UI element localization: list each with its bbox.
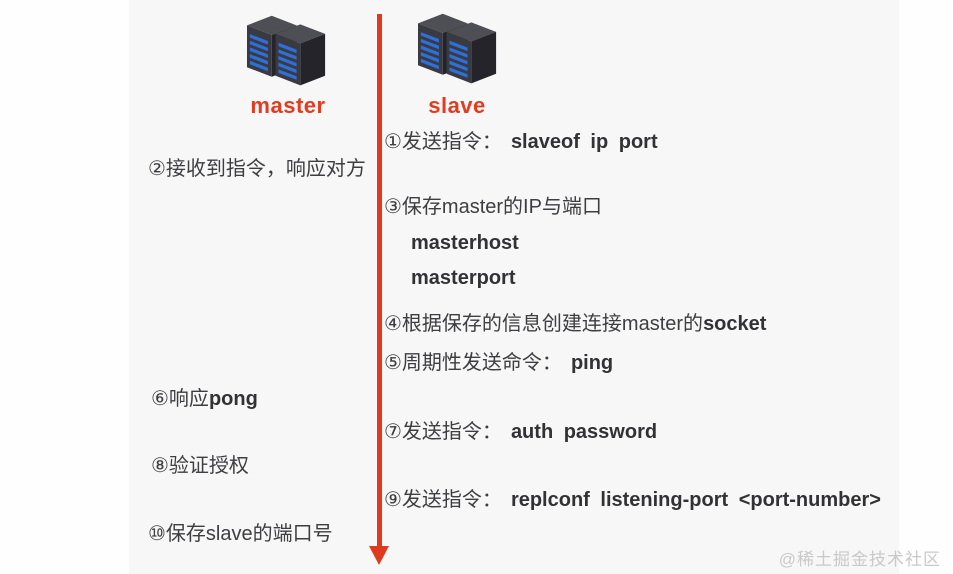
step-7: ⑦发送指令： auth password: [384, 420, 657, 445]
step-7-command: auth password: [510, 421, 658, 443]
step-8: ⑧验证授权: [151, 454, 249, 479]
step-5-command: ping: [570, 352, 614, 374]
server-icon-master: [245, 12, 329, 92]
step-2: ②接收到指令，响应对方: [148, 157, 366, 182]
step-6-command: pong: [208, 388, 258, 410]
step-7-label: ⑦发送指令：: [384, 421, 502, 443]
step-5-label: ⑤周期性发送命令：: [384, 352, 562, 374]
server-icon-slave: [416, 10, 500, 90]
step-1: ①发送指令： slaveof ip port: [384, 130, 658, 155]
step-9-label: ⑨发送指令：: [384, 489, 502, 511]
step-4-command: socket: [703, 313, 767, 335]
timeline-arrow-line: [377, 14, 382, 548]
watermark: @稀土掘金技术社区: [778, 550, 941, 569]
slide-background: [129, 0, 899, 574]
step-1-label: ①发送指令：: [384, 131, 502, 153]
step-3-masterhost: masterhost: [411, 232, 519, 254]
step-3-label: ③保存master的IP与端口: [384, 196, 602, 218]
step-6-label: ⑥响应: [151, 388, 209, 410]
step-4: ④根据保存的信息创建连接master的socket: [384, 312, 766, 337]
step-5: ⑤周期性发送命令： ping: [384, 351, 613, 376]
step-9: ⑨发送指令： replconf listening-port <port-numb…: [384, 488, 881, 513]
step-2-label: ②接收到指令，响应对方: [148, 158, 366, 180]
step-9-command: replconf listening-port <port-number>: [510, 489, 881, 511]
step-8-label: ⑧验证授权: [151, 455, 249, 477]
step-10: ⑩保存slave的端口号: [148, 522, 333, 547]
step-1-command: slaveof ip port: [510, 131, 658, 153]
step-4-label: ④根据保存的信息创建连接master的: [384, 313, 704, 335]
step-10-label: ⑩保存slave的端口号: [148, 523, 333, 545]
arrow-down-icon: [369, 546, 389, 565]
master-label: master: [250, 93, 326, 118]
step-3: ③保存master的IP与端口: [384, 195, 602, 220]
step-3-masterport: masterport: [411, 267, 516, 289]
step-6: ⑥响应pong: [151, 387, 258, 412]
slave-label: slave: [428, 93, 486, 118]
